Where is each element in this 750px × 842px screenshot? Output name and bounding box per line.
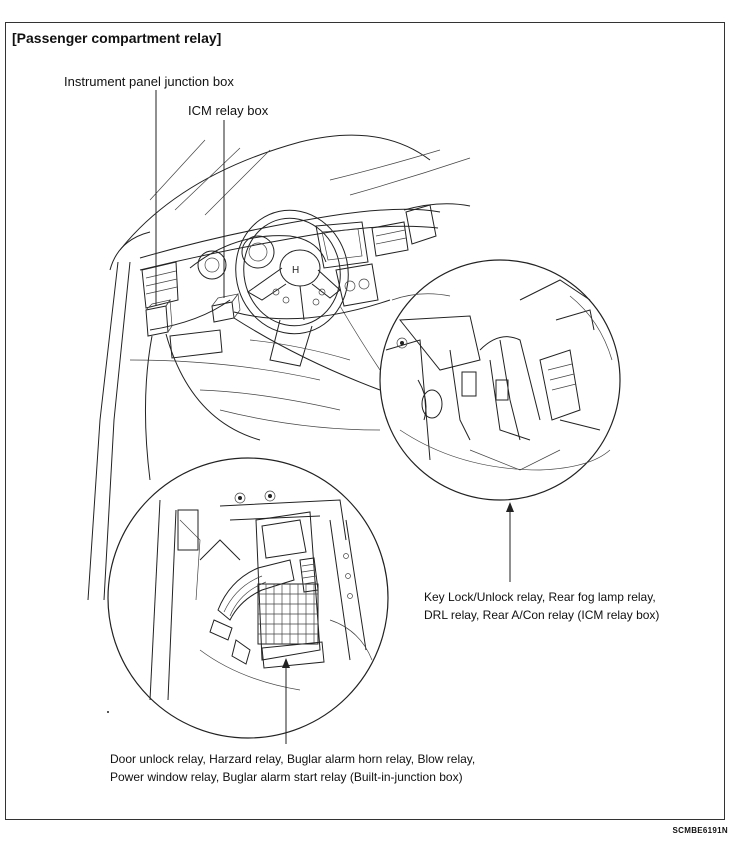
jb-callout-line-left	[144, 335, 153, 481]
jb-callout-line-right	[165, 333, 261, 441]
icm-caption-line-2: DRL relay, Rear A/Con relay (ICM relay b…	[424, 608, 660, 622]
figure-code: SCMBE6191N	[672, 826, 728, 835]
junction-box-marker	[145, 298, 173, 337]
junction-box-caption: Door unlock relay, Harzard relay, Buglar…	[110, 750, 475, 786]
jb-caption-arrow	[282, 658, 290, 744]
jb-caption-line-1: Door unlock relay, Harzard relay, Buglar…	[110, 752, 476, 766]
icm-relay-box-detail	[379, 259, 621, 501]
icm-caption-line-1: Key Lock/Unlock relay, Rear fog lamp rel…	[424, 590, 656, 604]
figure-frame	[5, 22, 725, 820]
icm-relay-box-label: ICM relay box	[188, 103, 269, 118]
jb-caption-line-2: Power window relay, Buglar alarm start r…	[110, 770, 463, 784]
icm-callout-line-lower	[233, 317, 381, 391]
instrument-panel-junction-box-label: Instrument panel junction box	[64, 74, 234, 89]
icm-relay-box-marker	[211, 293, 241, 323]
dashboard-overview: H	[87, 134, 471, 601]
icm-callout-line-upper	[233, 299, 391, 320]
figure-title: [Passenger compartment relay]	[12, 30, 222, 46]
icm-relay-box-caption: Key Lock/Unlock relay, Rear fog lamp rel…	[424, 588, 659, 624]
icm-caption-arrow	[506, 502, 514, 582]
junction-box-detail	[107, 457, 389, 739]
svg-text:H: H	[292, 265, 299, 276]
